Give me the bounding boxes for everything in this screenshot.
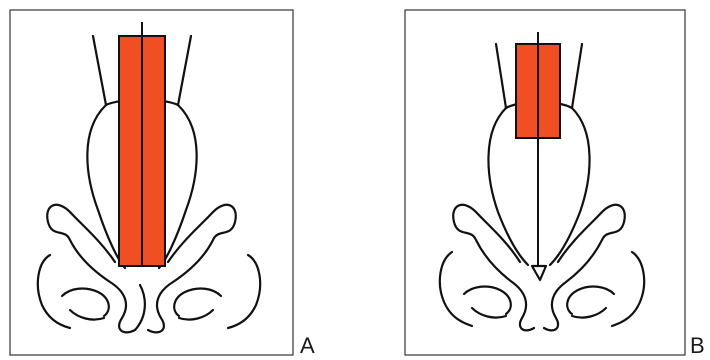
diagram-panel-a: A (0, 0, 340, 360)
panel-b-drawing (360, 0, 710, 360)
right-inner-curve (179, 310, 213, 320)
right-inner-loop (567, 287, 614, 314)
upper-right-line (178, 36, 191, 105)
left-inner-curve (70, 310, 104, 320)
panel-label-a: A (300, 335, 315, 357)
left-inner-loop (464, 287, 511, 314)
left-inner-curve (472, 308, 506, 318)
left-inner-loop (62, 289, 109, 316)
right-inner-curve (572, 308, 606, 318)
panel-a-drawing (0, 0, 340, 360)
right-outer-curve (228, 255, 260, 328)
right-inner-loop (174, 289, 221, 316)
bottom-wedge (532, 266, 546, 280)
left-outer-curve (38, 255, 70, 328)
diagram-panel-b: B (360, 0, 710, 360)
right-outer-curve (612, 252, 644, 326)
left-wing (453, 205, 534, 331)
upper-left-line (496, 44, 506, 108)
panel-label-b: B (690, 335, 705, 357)
upper-right-line (572, 44, 582, 108)
upper-left-line (93, 36, 106, 105)
right-wing (544, 205, 625, 331)
left-outer-curve (440, 252, 472, 326)
